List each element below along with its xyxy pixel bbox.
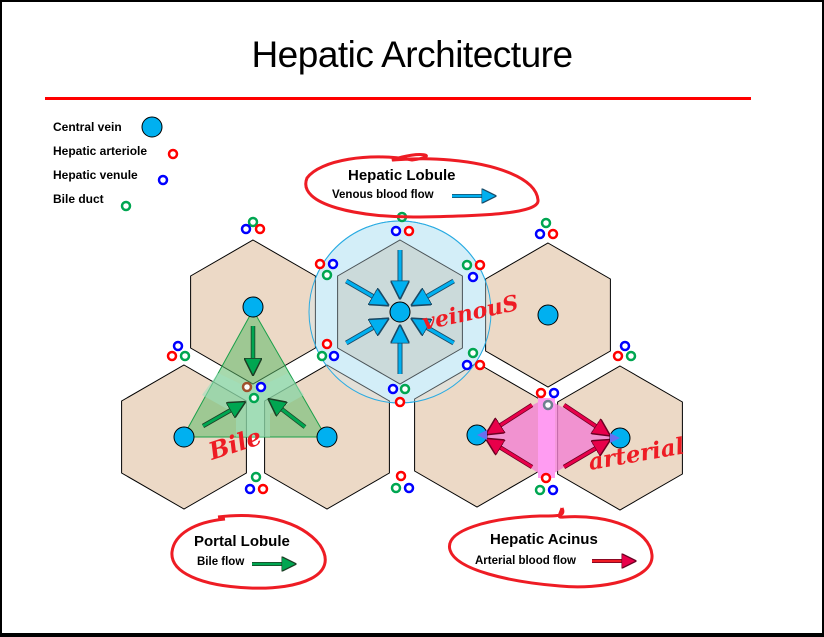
hepatic-venule-ring [327,258,339,270]
arterial-arrow [563,444,603,469]
hepatic-venule-ring [467,271,479,283]
hepatic-venule-ring [534,228,546,240]
venous-flow-arrow [419,279,455,301]
portal-lobule-title: Portal Lobule [194,533,290,550]
hepatic-arteriole-ring [166,350,178,362]
acinus-tip [477,430,487,440]
bile-flow-arrow-right [275,404,306,429]
hepatic-arteriole-ring [612,350,624,362]
bile-flow-arrow-left [202,406,238,428]
hepatic-venule-ring [547,484,559,496]
legend: Central vein Hepatic arteriole Hepatic v… [53,116,179,212]
bile-duct-ring [248,392,260,404]
hepatic-arteriole-ring [314,258,326,270]
bile-duct-ring [390,482,402,494]
hepatic-acinus-title: Hepatic Acinus [490,531,598,548]
hepatic-venule-ring [172,340,184,352]
hepatic-venule-ring [255,381,267,393]
arterial-arrow [563,403,603,431]
bile-duct-ring [247,216,259,228]
bile-duct-ring [399,383,411,395]
bile-duct-ring [461,259,473,271]
hepatic-venule-ring [403,482,415,494]
portal-lobule-interspace [202,373,304,437]
hepatic-arteriole-ring [547,228,559,240]
hepatic-lobule-subtitle: Venous blood flow [332,189,434,201]
hepatic-arteriole-ring [395,470,407,482]
vessel-ring [542,399,554,411]
hepatic-acinus [478,398,615,478]
central-vein [242,296,264,318]
arterial-arrow [493,443,533,469]
hepatic-venule-ring [328,350,340,362]
hepatic-lobule-callout: Hepatic Lobule Venous blood flow [304,153,540,219]
hepatic-arteriole-ring [321,338,333,350]
legend-hepatic-venule-label: Hepatic venule [53,168,138,182]
title-underline [45,97,751,100]
acinus-interspace [538,398,555,478]
bile-duct-ring [467,347,479,359]
hepatic-arteriole-ring [535,387,547,399]
hepatic-acinus-subtitle: Arterial blood flow [475,555,576,567]
hepatic-acinus-callout: Hepatic Acinus Arterial blood flow [448,507,654,589]
portal-triads [166,211,637,496]
central-vein [537,304,559,326]
hepatic-arteriole-ring [257,483,269,495]
callout-circle-red [304,153,540,219]
bile-duct-ring [321,269,333,281]
hepatic-venule-ring [387,383,399,395]
hepatic-arteriole-ring [254,223,266,235]
hepatic-arteriole-ring [394,396,406,408]
venous-flow-arrows [345,250,455,374]
legend-hepatic-arteriole-label: Hepatic arteriole [53,144,147,158]
bile-duct-ring [316,350,328,362]
venous-flow-arrow [345,279,381,301]
legend-bile-duct-label: Bile duct [53,192,104,206]
hepatic-venule-ring [390,225,402,237]
hepatic-arteriole-ring [474,259,486,271]
central-vein [316,426,338,448]
bile-duct-ring [540,217,552,229]
portal-lobule-subtitle: Bile flow [197,556,244,568]
bile-duct-ring [534,484,546,496]
acinus-tip [610,433,620,443]
bile-duct-ring [179,350,191,362]
hepatic-venule-ring [548,387,560,399]
slide-title: Hepatic Architecture [251,34,573,75]
central-vein [389,301,411,323]
vessel-ring [241,381,253,393]
portal-lobule [182,308,327,438]
hepatic-venule-ring [461,359,473,371]
hepatic-arteriole-ring [403,225,415,237]
arterial-arrow [493,403,533,430]
central-veins [173,296,631,449]
legend-central-vein-label: Central vein [53,120,122,134]
hepatic-lobule-title: Hepatic Lobule [348,167,456,184]
hepatic-venule-ring [240,223,252,235]
central-vein [173,426,195,448]
hepatic-venule-icon [157,174,169,186]
bile-duct-ring [625,350,637,362]
hepatic-venule-ring [619,340,631,352]
hepatic-arteriole-ring [540,472,552,484]
hepatic-arteriole-ring [474,359,486,371]
bile-duct-icon [120,200,132,212]
hepatic-arteriole-icon [167,148,179,160]
venous-flow-arrow [419,323,455,345]
arterial-flow-arrows [493,403,603,469]
callout-circle-red [448,507,654,589]
hepatic-venule-ring [244,483,256,495]
central-vein-icon [141,116,163,138]
bile-duct-ring [250,471,262,483]
portal-lobule-callout: Portal Lobule Bile flow [170,514,327,590]
callout-circle-red [170,514,327,590]
venous-flow-arrow [345,323,381,345]
